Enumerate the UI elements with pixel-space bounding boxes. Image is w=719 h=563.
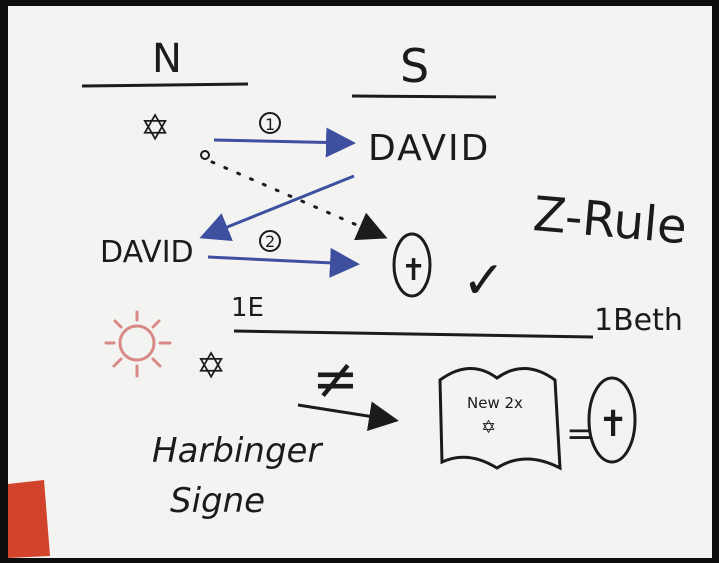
new-testament-book bbox=[438, 367, 562, 471]
sun-rays bbox=[104, 310, 172, 378]
check-mark-icon: ✓ bbox=[462, 251, 506, 311]
step-1-circle bbox=[259, 112, 281, 134]
sun-icon bbox=[118, 324, 156, 362]
south-david-label: DAVID bbox=[368, 128, 490, 169]
signe-label: Signe bbox=[170, 481, 265, 521]
south-heading: S bbox=[400, 39, 429, 93]
cross-icon: ✝ bbox=[401, 253, 426, 288]
board-surface bbox=[8, 6, 712, 558]
timeline-right-label: 1Beth bbox=[594, 303, 683, 338]
north-david-label: DAVID bbox=[100, 235, 194, 270]
dotted-connector bbox=[210, 160, 388, 241]
not-equal-sign: ≠ bbox=[312, 347, 359, 412]
harbinger-star-icon: ✡ bbox=[196, 346, 226, 387]
timeline-line bbox=[233, 329, 594, 339]
harbinger-label: Harbinger bbox=[152, 431, 323, 471]
south-underline bbox=[351, 94, 497, 99]
cross-circle-top bbox=[392, 232, 432, 298]
red-marker bbox=[8, 480, 50, 558]
z-rule-label: Z-Rule bbox=[531, 186, 689, 255]
north-heading: N bbox=[152, 36, 182, 82]
implication-arrow bbox=[297, 401, 399, 432]
book-title: New 2x bbox=[467, 394, 523, 412]
step-1-number: 1 bbox=[265, 115, 275, 134]
arrow-step-2 bbox=[207, 247, 360, 278]
north-underline bbox=[81, 82, 249, 88]
star-of-david-icon: ✡ bbox=[140, 108, 170, 149]
step-2-circle bbox=[259, 230, 281, 252]
dotted-line-start bbox=[200, 150, 210, 160]
cross-circle-bottom bbox=[587, 376, 637, 464]
arrow-south-to-north bbox=[199, 174, 355, 241]
arrow-step-1 bbox=[213, 127, 356, 158]
timeline-left-label: 1E bbox=[231, 293, 264, 323]
book-star-icon: ✡ bbox=[481, 417, 496, 438]
step-2-number: 2 bbox=[265, 232, 275, 251]
bottom-cross-icon: ✝ bbox=[598, 404, 628, 445]
